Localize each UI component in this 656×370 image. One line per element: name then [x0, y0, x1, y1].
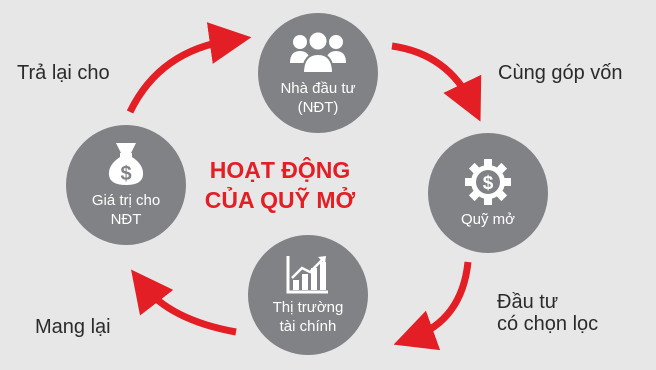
edge-label-invest: Đầu tư có chọn lọc — [497, 291, 598, 335]
node-value-label-line2: NĐT — [110, 211, 142, 228]
node-value-label-line1: Giá trị cho — [91, 192, 161, 209]
dollar-gear-icon: $ — [465, 158, 511, 205]
edge-label-invest-line2: có chọn lọc — [497, 313, 599, 335]
node-market-label-line2: tài chính — [279, 318, 337, 335]
svg-text:$: $ — [120, 163, 131, 185]
diagram-title: HOẠT ĐỘNG CỦA QUỸ MỞ — [200, 155, 360, 215]
node-market: Thị trường tài chính — [248, 235, 368, 355]
node-fund: $ Quỹ mở — [428, 133, 548, 253]
diagram-title-line2: CỦA QUỸ MỞ — [204, 187, 356, 213]
node-investor-label-line1: Nhà đầu tư — [280, 80, 356, 97]
node-investor-label-line2: (NĐT) — [297, 99, 339, 116]
node-fund-label: Quỹ mở — [460, 210, 515, 228]
edge-label-return: Trả lại cho — [17, 62, 110, 84]
money-bag-icon: $ — [108, 143, 144, 185]
svg-text:$: $ — [483, 173, 494, 194]
arrow-market-to-value — [131, 269, 237, 336]
node-investor: Nhà đầu tư (NĐT) — [258, 13, 378, 133]
people-icon — [290, 30, 346, 74]
edge-label-bring: Mang lại — [35, 316, 111, 338]
arrow-investor-to-fund — [391, 42, 482, 122]
edge-label-invest-line1: Đầu tư — [497, 291, 559, 313]
node-market-label-line1: Thị trường — [272, 299, 344, 316]
arrow-value-to-investor — [126, 22, 252, 114]
bar-chart-icon — [286, 256, 328, 294]
node-value: $ Giá trị cho NĐT — [66, 125, 186, 245]
diagram-title-line1: HOẠT ĐỘNG — [209, 157, 351, 183]
arrow-fund-to-market — [393, 261, 472, 351]
edge-label-contribute: Cùng góp vốn — [498, 62, 623, 84]
